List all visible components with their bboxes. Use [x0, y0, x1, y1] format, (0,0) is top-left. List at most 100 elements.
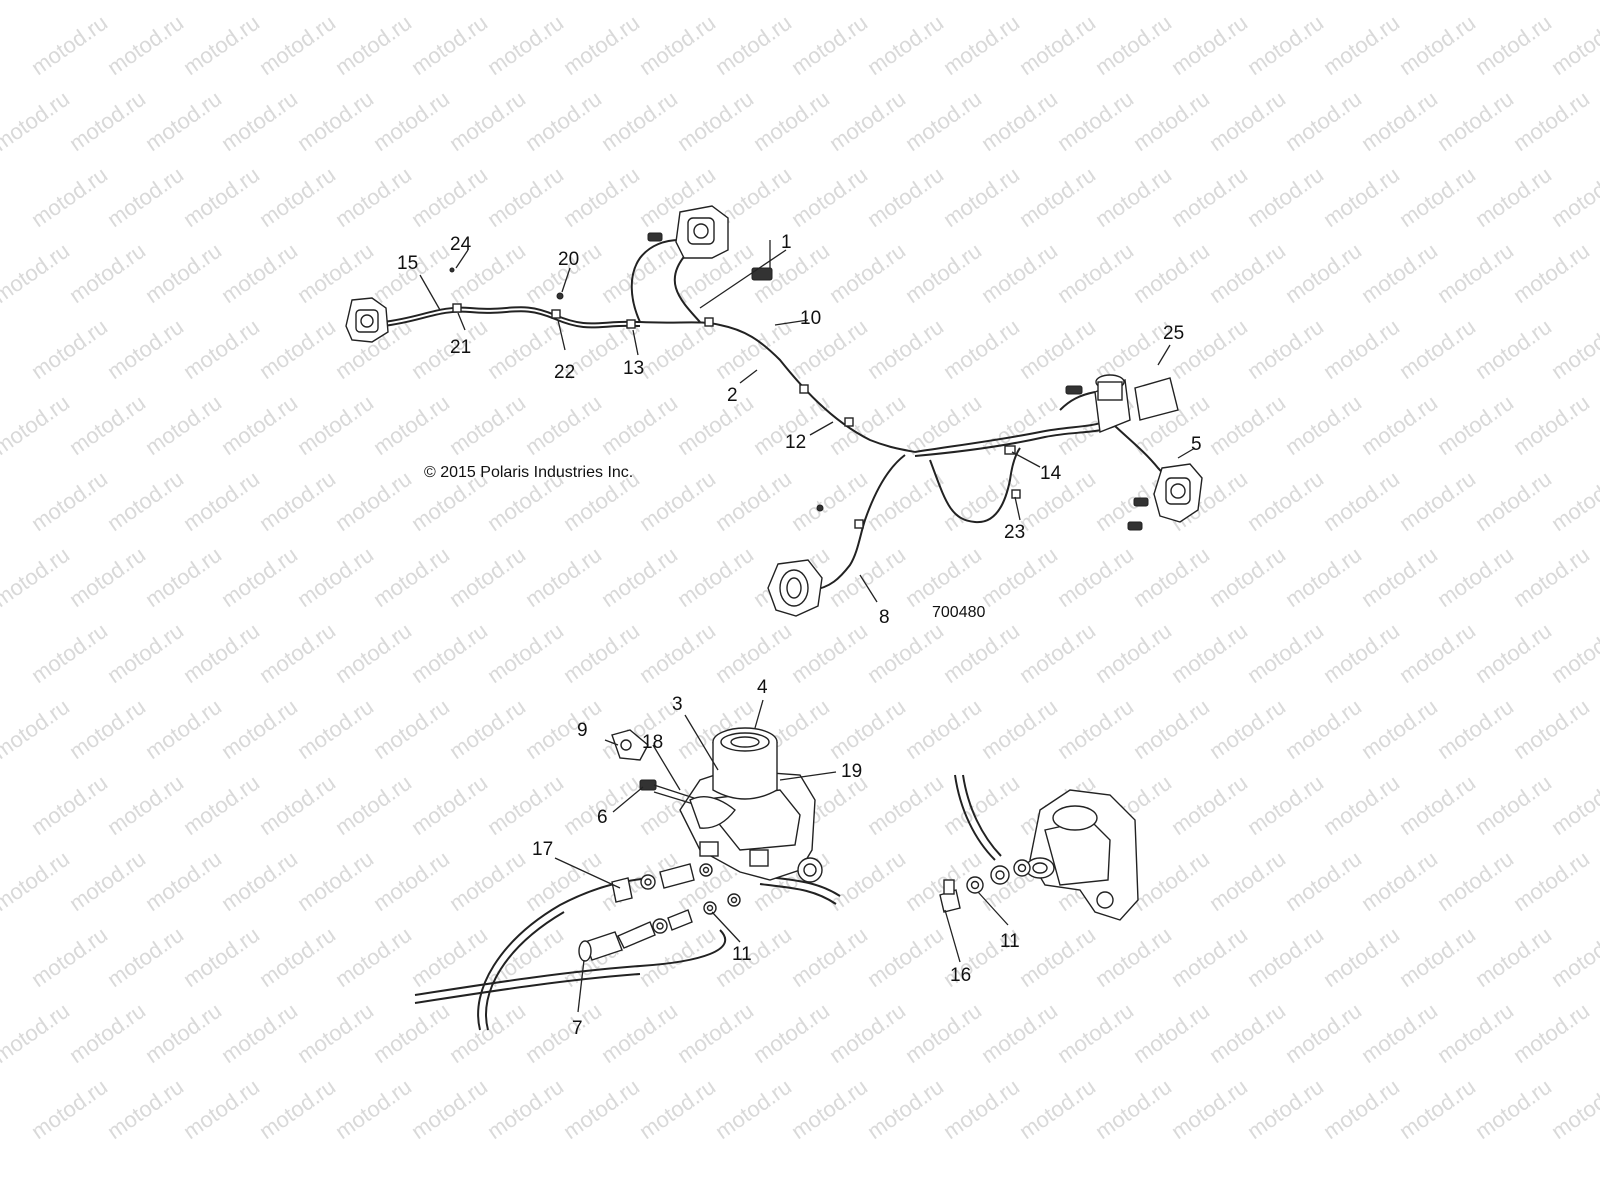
watermark-text: motod.ru — [1471, 922, 1556, 992]
watermark-text: motod.ru — [1395, 10, 1480, 80]
watermark-text: motod.ru — [1471, 10, 1556, 80]
watermark-text: motod.ru — [863, 770, 948, 840]
watermark-text: motod.ru — [27, 314, 112, 384]
callout-label: 5 — [1191, 434, 1202, 455]
watermark-text: motod.ru — [863, 162, 948, 232]
watermark-text: motod.ru — [179, 770, 264, 840]
watermark-text: motod.ru — [217, 998, 302, 1068]
callout-label: 2 — [727, 385, 738, 406]
callout-label: 9 — [577, 720, 588, 741]
watermark-text: motod.ru — [407, 618, 492, 688]
watermark-text: motod.ru — [521, 390, 606, 460]
watermark-text: motod.ru — [825, 846, 910, 916]
watermark-text: motod.ru — [825, 542, 910, 612]
watermark-text: motod.ru — [635, 10, 720, 80]
watermark-text: motod.ru — [103, 770, 188, 840]
watermark-text: motod.ru — [901, 542, 986, 612]
watermark-text: motod.ru — [483, 618, 568, 688]
watermark-text: motod.ru — [103, 10, 188, 80]
watermark-text: motod.ru — [711, 10, 796, 80]
watermark-text: motod.ru — [103, 466, 188, 536]
watermark-text: motod.ru — [217, 86, 302, 156]
watermark-text: motod.ru — [179, 618, 264, 688]
watermark-text: motod.ru — [977, 694, 1062, 764]
line-clips — [449, 240, 1021, 529]
watermark-text: motod.ru — [65, 390, 150, 460]
watermark-text: motod.ru — [1015, 314, 1100, 384]
watermark-text: motod.ru — [293, 542, 378, 612]
watermark-text: motod.ru — [179, 922, 264, 992]
callout-label: 3 — [672, 694, 683, 715]
callout-label: 23 — [1004, 522, 1025, 543]
watermark-text: motod.ru — [1319, 618, 1404, 688]
watermark-text: motod.ru — [559, 1074, 644, 1144]
watermark-text: motod.ru — [445, 390, 530, 460]
watermark-text: motod.ru — [331, 770, 416, 840]
top-caliper — [647, 205, 729, 259]
watermark-text: motod.ru — [65, 238, 150, 308]
watermark-text: motod.ru — [1471, 466, 1556, 536]
watermark-text: motod.ru — [711, 1074, 796, 1144]
watermark-text: motod.ru — [673, 542, 758, 612]
watermark-text: motod.ru — [445, 694, 530, 764]
watermark-text: motod.ru — [825, 998, 910, 1068]
watermark-text: motod.ru — [559, 618, 644, 688]
bottom-caliper — [767, 559, 823, 617]
watermark-text: motod.ru — [1509, 846, 1594, 916]
watermark-text: motod.ru — [863, 1074, 948, 1144]
watermark-text: motod.ru — [1281, 998, 1366, 1068]
watermark-text: motod.ru — [407, 922, 492, 992]
watermark-text: motod.ru — [1129, 998, 1214, 1068]
watermark-text: motod.ru — [103, 1074, 188, 1144]
watermark-text: motod.ru — [1395, 314, 1480, 384]
watermark-text: motod.ru — [939, 1074, 1024, 1144]
watermark-text: motod.ru — [939, 10, 1024, 80]
watermark-text: motod.ru — [1509, 998, 1594, 1068]
watermark-text: motod.ru — [369, 998, 454, 1068]
callout-label: 14 — [1040, 463, 1062, 484]
watermark-text: motod.ru — [1167, 1074, 1252, 1144]
watermark-text: motod.ru — [825, 238, 910, 308]
watermark-text: motod.ru — [293, 846, 378, 916]
callout-label: 20 — [558, 249, 579, 270]
watermark-text: motod.ru — [0, 542, 74, 612]
watermark-text: motod.ru — [597, 238, 682, 308]
watermark-text: motod.ru — [901, 238, 986, 308]
watermark-text: motod.ru — [559, 770, 644, 840]
watermark-text: motod.ru — [1129, 542, 1214, 612]
watermark-text: motod.ru — [1395, 922, 1480, 992]
watermark-text: motod.ru — [787, 922, 872, 992]
watermark-text: motod.ru — [597, 86, 682, 156]
watermark-text: motod.ru — [27, 466, 112, 536]
watermark-text: motod.ru — [597, 390, 682, 460]
callout-label: 17 — [532, 839, 553, 860]
watermark-text: motod.ru — [1281, 542, 1366, 612]
watermark-text: motod.ru — [1547, 314, 1600, 384]
watermark-text: motod.ru — [673, 86, 758, 156]
watermark-text: motod.ru — [445, 846, 530, 916]
callout-label: 15 — [397, 253, 418, 274]
watermark-text: motod.ru — [1319, 10, 1404, 80]
watermark-text: motod.ru — [1357, 86, 1442, 156]
watermark-text: motod.ru — [711, 466, 796, 536]
watermark-text: motod.ru — [1091, 922, 1176, 992]
watermark-text: motod.ru — [0, 846, 74, 916]
watermark-text: motod.ru — [331, 162, 416, 232]
watermark-text: motod.ru — [1509, 542, 1594, 612]
watermark-text: motod.ru — [1129, 86, 1214, 156]
watermark-text: motod.ru — [1281, 86, 1366, 156]
watermark-text: motod.ru — [825, 694, 910, 764]
watermark-text: motod.ru — [635, 466, 720, 536]
watermark-text: motod.ru — [787, 162, 872, 232]
watermark-text: motod.ru — [1243, 1074, 1328, 1144]
watermark-text: motod.ru — [407, 10, 492, 80]
watermark-text: motod.ru — [0, 694, 74, 764]
watermark-text: motod.ru — [901, 694, 986, 764]
watermark-text: motod.ru — [1129, 694, 1214, 764]
callout-label: 12 — [785, 432, 806, 453]
watermark-text: motod.ru — [27, 162, 112, 232]
watermark-text: motod.ru — [1357, 238, 1442, 308]
watermark-text: motod.ru — [901, 86, 986, 156]
callout-label: 4 — [757, 677, 768, 698]
